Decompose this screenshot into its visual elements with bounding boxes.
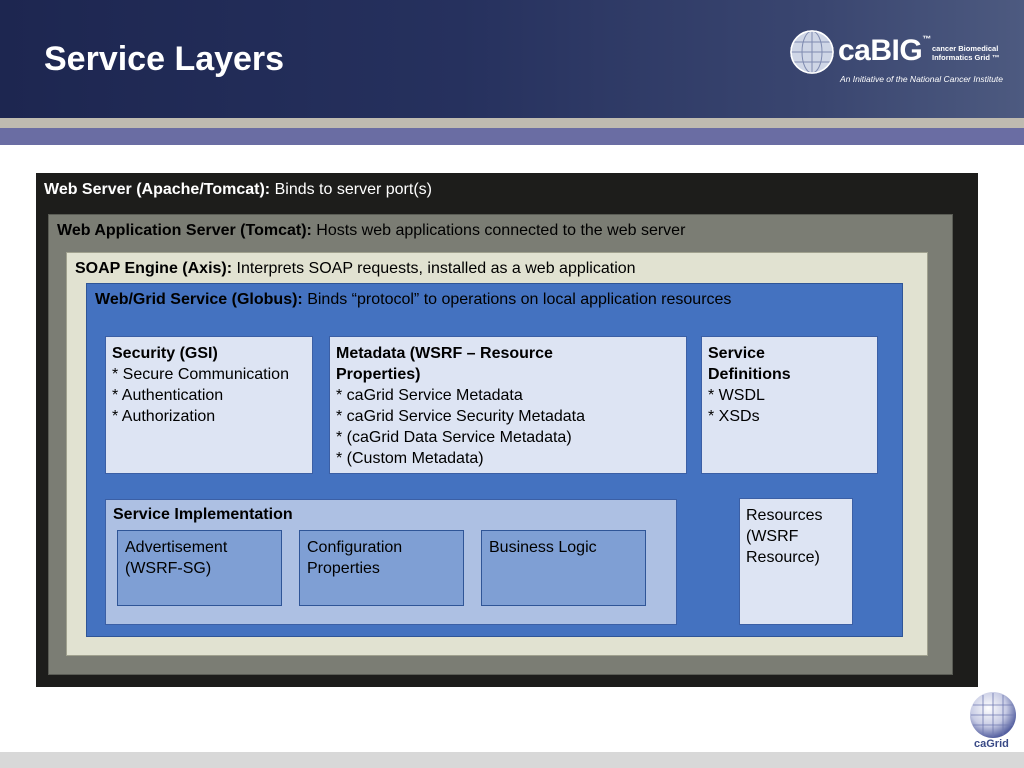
service-definitions-title-cont: Definitions [708,366,791,383]
resources-label: Resource) [746,549,820,566]
metadata-box: Metadata (WSRF – Resource Properties) * … [329,336,687,474]
cabig-logo: caBIG™ cancer Biomedical Informatics Gri… [790,28,1010,90]
component-label: Configuration [307,539,403,556]
soap-engine-heading: SOAP Engine (Axis): Interprets SOAP requ… [75,260,636,277]
web-app-server-heading: Web Application Server (Tomcat): Hosts w… [57,222,686,239]
header-divider-band [0,118,1024,128]
component-label: Advertisement [125,539,228,556]
business-logic-component: Business Logic [481,530,646,606]
component-label: (WSRF-SG) [125,560,212,577]
security-item: * Authorization [112,408,216,425]
service-implementation-title: Service Implementation [113,506,293,523]
service-definitions-title: Service [708,345,765,362]
header-banner: Service Layers caBIG™ cancer Biomedical … [0,0,1024,118]
metadata-item: * caGrid Service Metadata [336,387,523,404]
metadata-title-cont: Properties) [336,366,421,383]
cagrid-logo: caGrid [966,690,1020,752]
brand-name: caBIG™ [838,34,931,67]
cagrid-label: caGrid [974,738,1009,750]
globe-icon [790,30,834,74]
grid-service-heading: Web/Grid Service (Globus): Binds “protoc… [95,291,732,308]
grid-globe-icon [970,692,1016,738]
configuration-component: Configuration Properties [299,530,464,606]
service-definitions-item: * XSDs [708,408,760,425]
security-box: Security (GSI) * Secure Communication * … [105,336,313,474]
brand-subtitle: cancer Biomedical Informatics Grid ™ [932,44,1000,62]
metadata-item: * (Custom Metadata) [336,450,484,467]
component-label: Business Logic [489,539,597,556]
metadata-item: * (caGrid Data Service Metadata) [336,429,572,446]
advertisement-component: Advertisement (WSRF-SG) [117,530,282,606]
security-item: * Authentication [112,387,224,404]
brand-tagline: An Initiative of the National Cancer Ins… [840,74,1004,84]
web-server-heading: Web Server (Apache/Tomcat): Binds to ser… [44,181,432,198]
resources-label: (WSRF [746,528,799,545]
resources-label: Resources [746,507,823,524]
metadata-item: * caGrid Service Security Metadata [336,408,585,425]
security-item: * Secure Communication [112,366,289,383]
header-accent-band [0,128,1024,145]
slide-title: Service Layers [44,40,285,78]
component-label: Properties [307,560,380,577]
metadata-title: Metadata (WSRF – Resource [336,345,553,362]
service-definitions-box: Service Definitions * WSDL * XSDs [701,336,878,474]
footer-band [0,752,1024,768]
service-definitions-item: * WSDL [708,387,765,404]
resources-box: Resources (WSRF Resource) [739,498,853,625]
security-title: Security (GSI) [112,345,218,362]
